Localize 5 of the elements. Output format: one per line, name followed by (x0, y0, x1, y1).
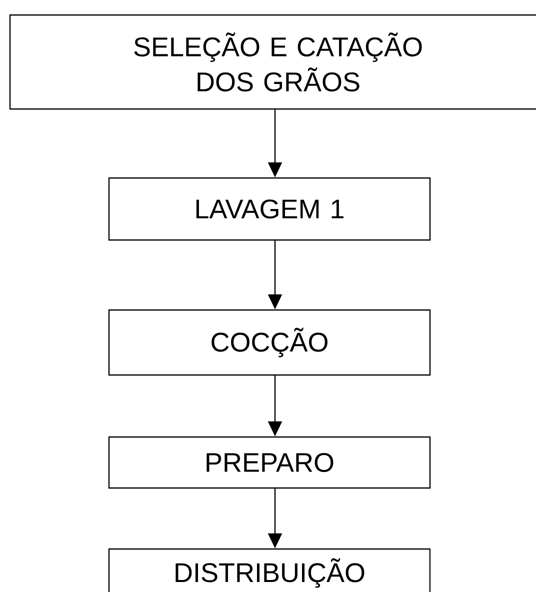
process-box: SELEÇÃO E CATAÇÃO DOS GRÃOS (9, 14, 536, 110)
process-box: PREPARO (108, 436, 431, 489)
process-box: COCÇÃO (108, 309, 431, 376)
process-box: LAVAGEM 1 (108, 177, 431, 241)
process-box: DISTRIBUIÇÃO (108, 548, 431, 592)
